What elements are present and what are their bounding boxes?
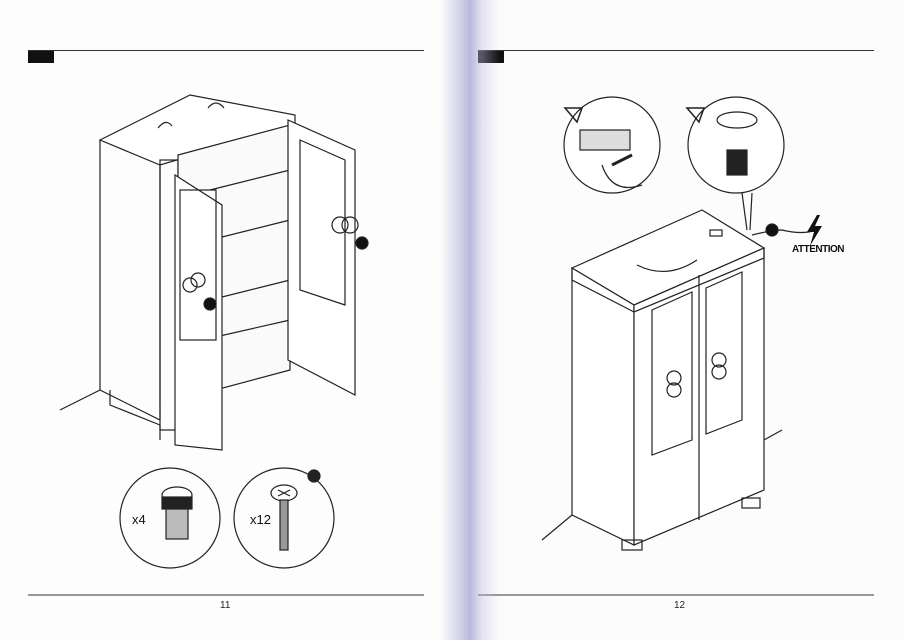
cabinet-assembly-illustration — [28, 94, 424, 596]
manual-page-left: x4 x12 11 — [28, 50, 424, 611]
header-rule — [478, 50, 874, 51]
cabinet-wiring-illustration — [478, 96, 874, 596]
page-number: 11 — [220, 600, 231, 611]
part-quantity-foot: x4 — [132, 512, 146, 527]
header-rule — [28, 50, 424, 51]
manual-page-right: ATTENTION 12 — [452, 0, 904, 640]
section-tab — [28, 51, 54, 63]
page-number: 12 — [674, 600, 686, 611]
book-spine-shadow — [440, 0, 500, 640]
part-quantity-screw: x12 — [250, 512, 271, 527]
attention-label: ATTENTION — [792, 244, 844, 255]
